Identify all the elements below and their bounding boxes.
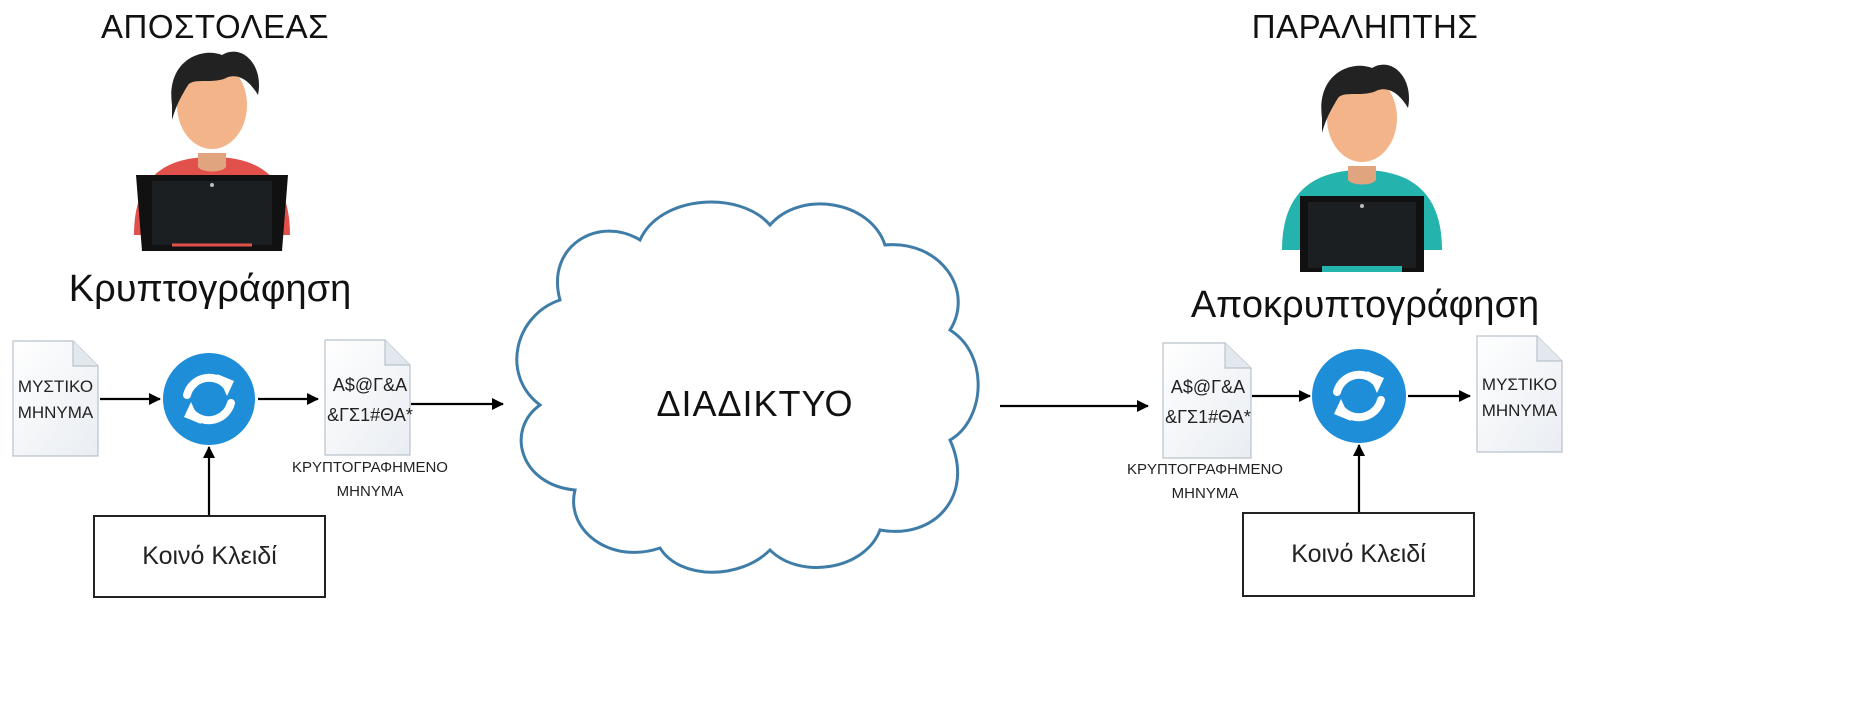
- sender-cipher-caption: ΚΡΥΠΤΟΓΡΑΦΗΜΕΝΟ ΜΗΝΥΜΑ: [292, 459, 448, 500]
- sender-role-label: ΑΠΟΣΤΟΛΕΑΣ: [100, 8, 329, 45]
- sender-process-label: Κρυπτογράφηση: [68, 268, 352, 310]
- receiver-role-label: ΠΑΡΑΛΗΠΤΗΣ: [1251, 8, 1479, 45]
- receiver-shared-key-label: Κοινό Κλειδί: [1291, 540, 1426, 568]
- sender-sync-icon: [163, 353, 255, 445]
- receiver-sync-icon: [1312, 349, 1406, 443]
- sender-plain-document-icon: [12, 340, 99, 457]
- sender-plain-document-text: ΜΥΣΤΙΚΟ ΜΗΝΥΜΑ: [17, 377, 94, 422]
- receiver-plain-document-icon: [1476, 335, 1563, 453]
- internet-label: ΔΙΑΔΙΚΤΥΟ: [656, 383, 854, 424]
- receiver-cipher-document-text: Α$@Γ&Α &ΓΣ1#ΘΑ*: [1165, 377, 1251, 427]
- sender-avatar-icon: [134, 51, 290, 251]
- receiver-cipher-caption: ΚΡΥΠΤΟΓΡΑΦΗΜΕΝΟ ΜΗΝΥΜΑ: [1127, 461, 1283, 502]
- receiver-avatar-icon: [1282, 64, 1442, 272]
- receiver-cipher-document-icon: [1162, 342, 1252, 459]
- receiver-shared-key-box: Κοινό Κλειδί: [1242, 512, 1475, 597]
- sender-shared-key-box: Κοινό Κλειδί: [93, 515, 326, 598]
- sender-cipher-document-text: Α$@Γ&Α &ΓΣ1#ΘΑ*: [327, 375, 413, 425]
- sender-cipher-document-icon: [324, 339, 411, 456]
- internet-cloud-icon: [515, 200, 980, 574]
- receiver-process-label: Αποκρυπτογράφηση: [1190, 284, 1540, 326]
- flow-arrows: [100, 390, 1471, 515]
- receiver-plain-document-text: ΜΥΣΤΙΚΟ ΜΗΝΥΜΑ: [1481, 375, 1558, 420]
- sender-shared-key-label: Κοινό Κλειδί: [142, 542, 277, 570]
